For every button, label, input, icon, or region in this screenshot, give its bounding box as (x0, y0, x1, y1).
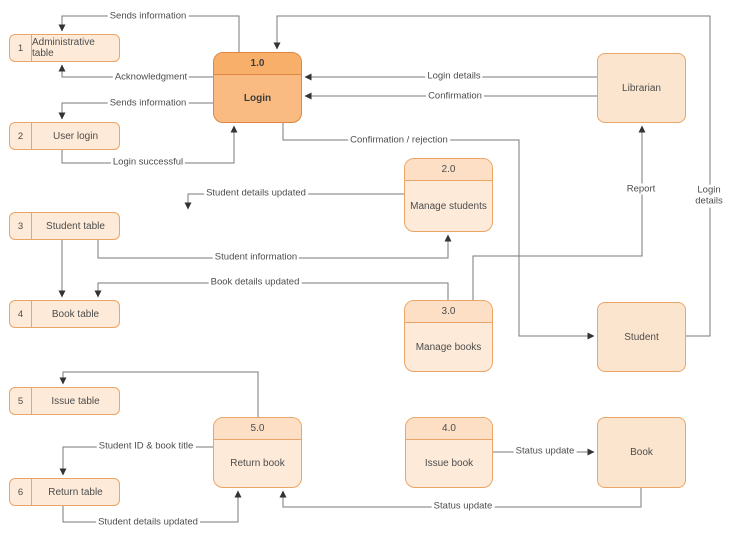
flow-label-confirmation-rejection: Confirmation / rejection (348, 134, 450, 146)
datastore-user-login[interactable]: 2 User login (9, 122, 120, 150)
flow-login-to-student (282, 123, 595, 340)
flow-label-login-details-librarian: Login details (425, 70, 483, 82)
flow-label-acknowledgment: Acknowledgment (112, 71, 190, 83)
process-manage-students-number: 2.0 (405, 159, 492, 181)
process-return-book-number: 5.0 (214, 418, 301, 440)
entity-librarian-label: Librarian (622, 82, 661, 94)
process-manage-books-label: Manage books (415, 341, 482, 353)
flow-label-confirmation: Confirmation (426, 90, 484, 102)
process-issue-book-label: Issue book (424, 458, 474, 469)
datastore-student-table-number: 3 (10, 213, 32, 239)
datastore-issue-table[interactable]: 5 Issue table (9, 387, 120, 415)
datastore-return-table-number: 6 (10, 479, 32, 505)
entity-student[interactable]: Student (597, 302, 686, 372)
flow-label-status-update-return: Status update (431, 500, 495, 512)
process-manage-books-number: 3.0 (405, 301, 492, 323)
datastore-student-table[interactable]: 3 Student table (9, 212, 120, 240)
flow-label-student-id-book-title: Student ID & book title (96, 440, 196, 452)
datastore-student-table-label: Student table (46, 220, 105, 232)
datastore-issue-table-number: 5 (10, 388, 32, 414)
flow-student-to-login (273, 15, 711, 337)
flow-label-student-details-updated-bottom: Student details updated (96, 516, 200, 528)
process-login-label: Login (243, 93, 272, 104)
flow-label-sends-information-top: Sends information (107, 10, 189, 22)
datastore-administrative-table-number: 1 (10, 35, 32, 61)
flow-return-book-to-issue-table (59, 371, 259, 417)
flow-label-login-successful: Login successful (110, 156, 186, 168)
datastore-book-table-label: Book table (51, 308, 100, 320)
flow-label-login-details-student: Login details (688, 184, 730, 208)
datastore-return-table[interactable]: 6 Return table (9, 478, 120, 506)
entity-student-label: Student (624, 331, 659, 343)
flow-label-student-information: Student information (212, 251, 300, 263)
datastore-administrative-table-label: Administrative table (32, 37, 95, 59)
flow-label-student-details-updated-top: Student details updated (204, 187, 308, 199)
process-manage-students-label: Manage students (410, 200, 487, 212)
entity-librarian[interactable]: Librarian (597, 53, 686, 123)
process-manage-books[interactable]: 3.0 Manage books (404, 300, 493, 372)
flow-label-book-details-updated: Book details updated (208, 276, 302, 288)
datastore-book-table-number: 4 (10, 301, 32, 327)
process-issue-book[interactable]: 4.0 Issue book (405, 417, 493, 488)
process-manage-students[interactable]: 2.0 Manage students (404, 158, 493, 232)
process-login[interactable]: 1.0 Login (213, 52, 302, 123)
process-issue-book-number: 4.0 (406, 418, 492, 440)
datastore-user-login-label: User login (52, 130, 99, 142)
entity-book-label: Book (630, 447, 653, 458)
datastore-user-login-number: 2 (10, 123, 32, 149)
entity-book[interactable]: Book (597, 417, 686, 488)
flow-manage-students-to-student-table (184, 193, 404, 210)
flow-label-report: Report (624, 183, 658, 195)
flow-label-sends-information-user: Sends information (107, 97, 189, 109)
process-return-book-label: Return book (230, 458, 285, 469)
flow-label-status-update-issue: Status update (513, 445, 577, 457)
flow-manage-books-to-librarian (472, 125, 646, 300)
datastore-book-table[interactable]: 4 Book table (9, 300, 120, 328)
datastore-administrative-table[interactable]: 1 Administrative table (9, 34, 120, 62)
process-login-number: 1.0 (214, 53, 301, 75)
datastore-issue-table-label: Issue table (51, 395, 100, 407)
process-return-book[interactable]: 5.0 Return book (213, 417, 302, 488)
datastore-return-table-label: Return table (48, 486, 103, 498)
